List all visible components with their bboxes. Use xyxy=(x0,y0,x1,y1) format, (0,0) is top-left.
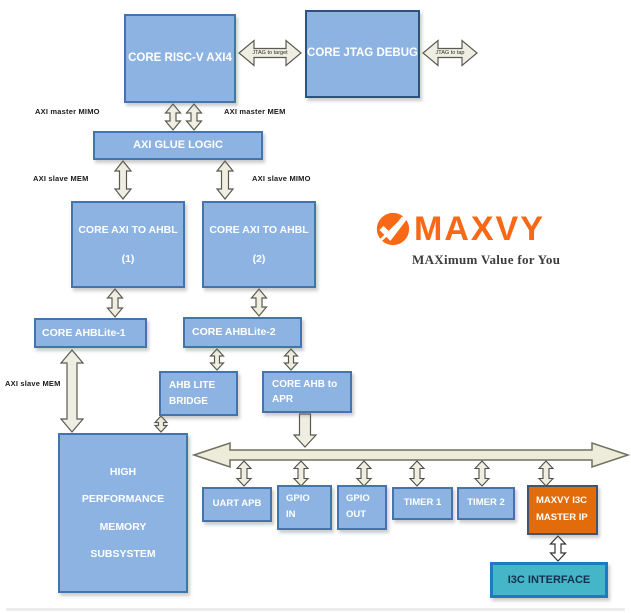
arrow-riscv-glue-1 xyxy=(164,103,182,131)
block-label-line1: CORE AXI TO AHBL xyxy=(209,224,309,237)
block-core-axi-to-ahbl-1: CORE AXI TO AHBL (1) xyxy=(71,201,185,288)
arrow-jtag-tap xyxy=(422,39,478,67)
block-gpio-in: GPIO IN xyxy=(277,485,332,530)
block-label: I3C INTERFACE xyxy=(507,573,591,586)
block-label-line2: IN xyxy=(286,509,296,520)
label-jtag-to-tap: JTAG to tap xyxy=(435,50,465,56)
arrow-axi-slave-mem xyxy=(59,349,85,433)
block-label: CORE JTAG DEBUG xyxy=(307,47,418,60)
label-axi-slave-mimo: AXI slave MIMO xyxy=(252,174,311,183)
block-label-line2: BRIDGE xyxy=(169,395,208,407)
block-core-ahb-to-apr: CORE AHB to APR xyxy=(262,371,352,413)
block-label: CORE AHBLite-1 xyxy=(42,326,126,339)
block-label-line1: GPIO xyxy=(346,493,370,505)
maxvy-check-circle-icon xyxy=(376,212,410,246)
block-label-line1: CORE AHB to xyxy=(272,379,338,390)
arrow-ahblite2-bridge xyxy=(209,348,225,371)
block-label-line2: MASTER IP xyxy=(536,512,588,523)
block-label-line2: APR xyxy=(272,393,294,405)
arrow-i3c-interface xyxy=(549,535,567,562)
block-gpio-out: GPIO OUT xyxy=(337,485,387,530)
maxvy-logo: MAXVY MAXimum Value for You xyxy=(374,210,589,268)
label-axi-slave-mem-top: AXI slave MEM xyxy=(33,174,89,183)
block-label-line1: MAXVY I3C xyxy=(536,495,588,507)
label-axi-master-mimo: AXI master MIMO xyxy=(35,107,100,116)
block-core-jtag-debug: CORE JTAG DEBUG xyxy=(305,10,420,98)
arrow-ahbl1-ahblite1 xyxy=(106,288,124,318)
arrow-bus-timer1 xyxy=(408,460,426,487)
arrow-bus-timer2 xyxy=(473,460,491,487)
label-axi-master-mem: AXI master MEM xyxy=(224,107,286,116)
block-label-line3: MEMORY xyxy=(99,520,147,533)
block-label-line2: OUT xyxy=(346,509,367,520)
block-core-ahblite-1: CORE AHBLite-1 xyxy=(34,318,147,348)
label-axi-slave-mem-bottom: AXI slave MEM xyxy=(5,379,61,388)
arrow-glue-ahbl1 xyxy=(113,160,133,200)
arrow-bus-uart xyxy=(235,460,253,487)
arrow-riscv-glue-2 xyxy=(185,103,203,131)
block-label: UART APB xyxy=(212,498,262,510)
arrow-bus-gpio-out xyxy=(355,460,373,487)
block-label-line2: (2) xyxy=(252,252,266,265)
arrow-jtag-target xyxy=(238,39,302,67)
arrow-bus-maxvy-i3c xyxy=(537,460,555,487)
logo-name: MAXVY xyxy=(414,210,545,248)
block-label-line1: HIGH xyxy=(109,466,137,479)
block-label: TIMER 1 xyxy=(403,497,442,509)
arrow-apr-bus xyxy=(292,413,318,448)
peripheral-bus-arrow xyxy=(191,441,631,469)
logo-tagline: MAXimum Value for You xyxy=(412,252,561,267)
block-core-ahblite-2: CORE AHBLite-2 xyxy=(183,317,302,348)
block-label: TIMER 2 xyxy=(467,497,505,509)
block-label-line1: GPIO xyxy=(286,493,310,505)
block-label-line2: PERFORMANCE xyxy=(81,493,165,506)
block-memory-subsystem: HIGH PERFORMANCE MEMORY SUBSYSTEM xyxy=(58,433,188,593)
block-uart-apb: UART APB xyxy=(202,487,272,522)
arrow-ahbl2-ahblite2 xyxy=(250,288,268,317)
block-timer-1: TIMER 1 xyxy=(392,487,453,520)
block-label: AXI GLUE LOGIC xyxy=(133,139,223,152)
block-core-riscv-axi4: CORE RISC-V AXI4 xyxy=(124,14,236,103)
block-axi-glue-logic: AXI GLUE LOGIC xyxy=(93,131,263,160)
label-jtag-to-target: JTAG to target xyxy=(252,50,288,56)
block-ahb-lite-bridge: AHB LITE BRIDGE xyxy=(159,371,238,416)
arrow-bridge-memory xyxy=(153,415,169,433)
arrow-glue-ahbl2 xyxy=(215,160,235,200)
block-label: CORE RISC-V AXI4 xyxy=(128,51,232,64)
block-label-line1: AHB LITE xyxy=(169,380,216,391)
block-label-line4: SUBSYSTEM xyxy=(90,547,156,560)
block-timer-2: TIMER 2 xyxy=(457,487,515,520)
bottom-edge-line xyxy=(6,608,625,611)
block-core-axi-to-ahbl-2: CORE AXI TO AHBL (2) xyxy=(202,201,316,288)
block-maxvy-i3c-master: MAXVY I3C MASTER IP xyxy=(527,485,598,535)
block-label-line1: CORE AXI TO AHBL xyxy=(78,224,178,237)
arrow-ahblite2-apr xyxy=(283,348,299,371)
block-label: CORE AHBLite-2 xyxy=(192,326,276,339)
arrow-bus-gpio-in xyxy=(292,460,310,487)
block-i3c-interface: I3C INTERFACE xyxy=(490,562,608,598)
block-label-line2: (1) xyxy=(121,252,135,265)
